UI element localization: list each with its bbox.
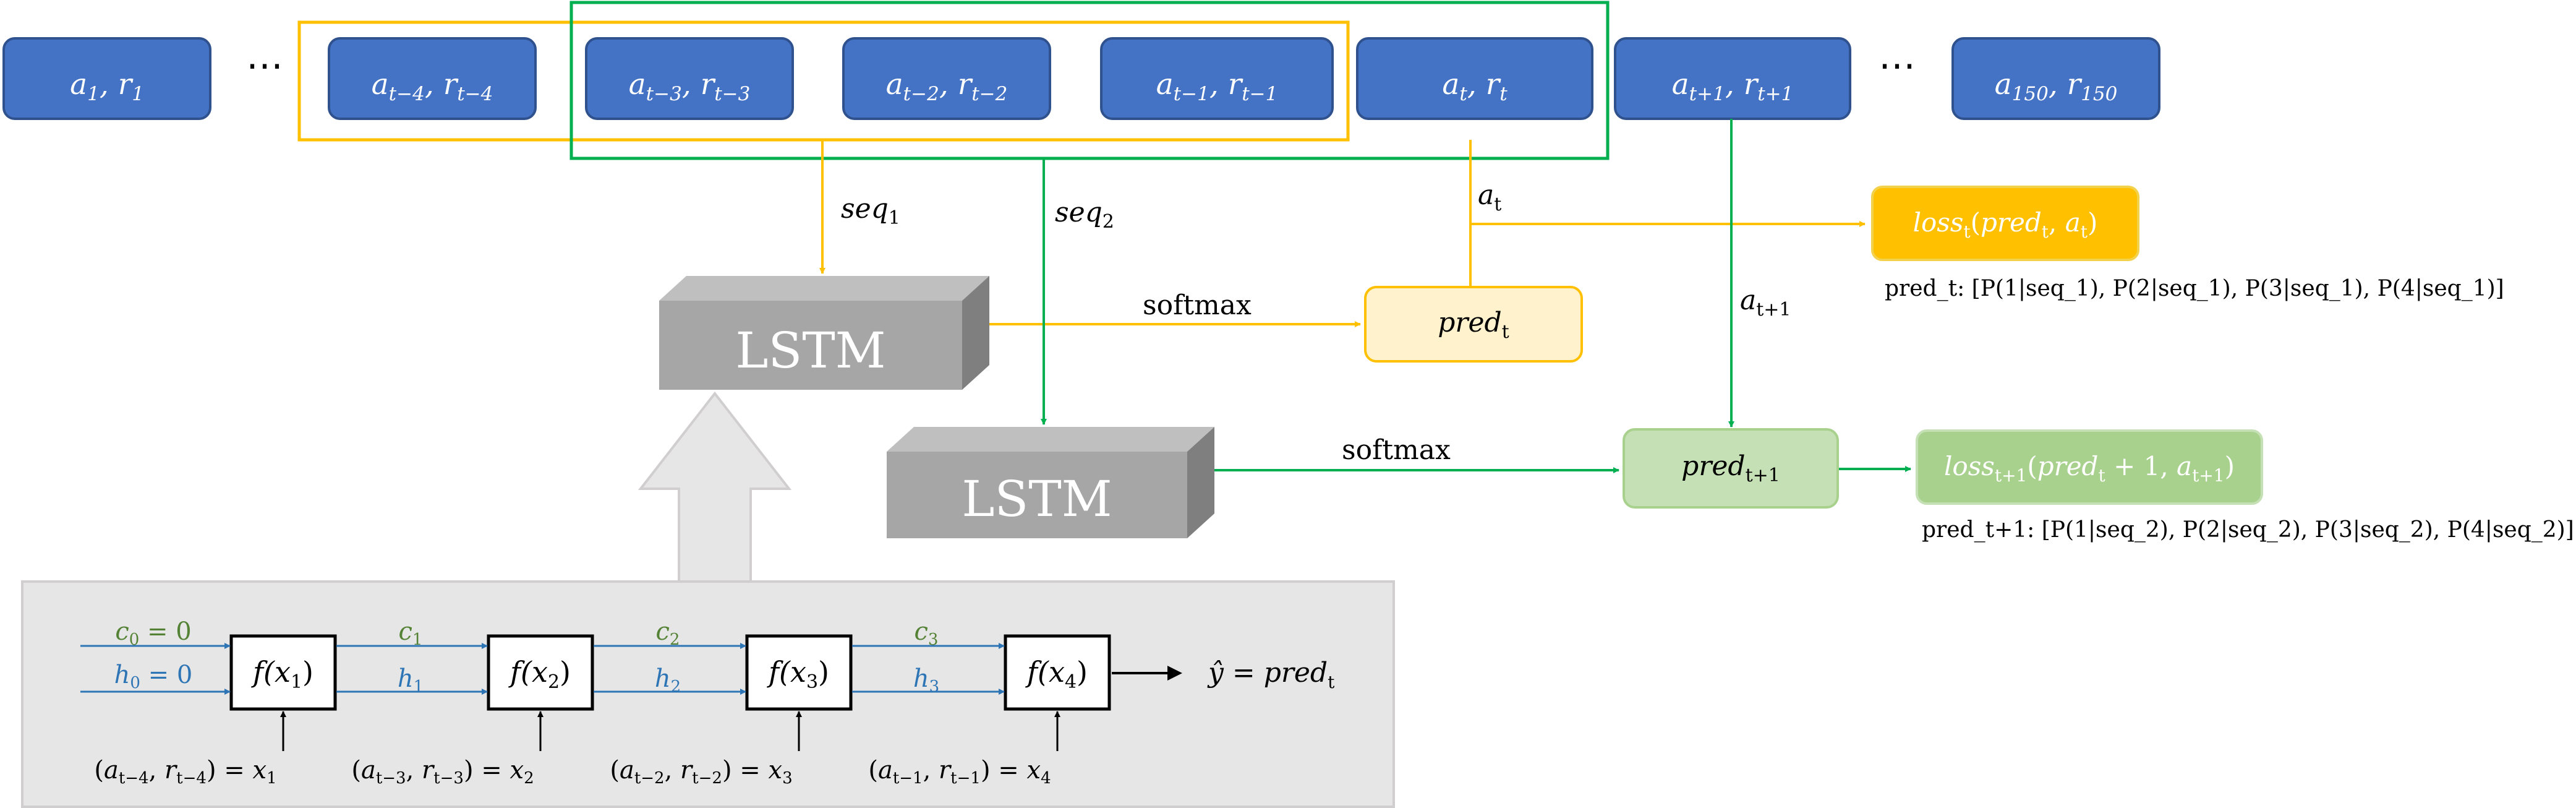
h0-label: h0 = 0 — [114, 661, 193, 692]
seq-label-at+1: at+1, rt+1 — [1672, 67, 1794, 105]
seq-label-at-1: at−1, rt−1 — [1156, 67, 1278, 105]
output-label: ŷ = predt — [1207, 657, 1335, 692]
seq-label-at-3: at−3, rt−3 — [629, 67, 751, 105]
label-at+1: at+1 — [1740, 285, 1791, 320]
c3-label: c3 — [915, 617, 939, 649]
label-seq2: seq2 — [1055, 197, 1114, 233]
state-arrows — [80, 643, 1005, 695]
loss-t1-box: losst+1(predt + 1, at+1) — [1916, 429, 2263, 505]
cell-4-label: f(x4) — [1025, 655, 1088, 693]
seq-box-at-2: at−2, rt−2 — [842, 37, 1051, 120]
cell-2-label: f(x2) — [508, 655, 571, 693]
c2-label: c2 — [656, 617, 680, 649]
ellipsis-right: ⋯ — [1879, 44, 1916, 87]
c0-label: c0 = 0 — [115, 617, 191, 649]
pred-t-box: predt — [1364, 286, 1583, 363]
seq-box-at-1: at−1, rt−1 — [1100, 37, 1334, 120]
lstm-block-1: LSTM — [659, 276, 989, 390]
h1-label: h1 — [398, 664, 424, 696]
cell-4: f(x4) — [1004, 634, 1111, 711]
label-at: at — [1478, 179, 1501, 215]
sequence-row: a1, r1 ⋯ at−4, rt−4 at−3, rt−3 at−2, rt−… — [2, 37, 2160, 120]
seq-box-at-4: at−4, rt−4 — [328, 37, 537, 120]
flow-seq2: seq2 softmax at+1 — [1041, 119, 1911, 473]
unroll-panel: f(x1) f(x2) f(x3) f(x4) c0 = 0 c1 c2 — [21, 580, 1395, 808]
input-label-1: (at−4, rt−4) = x1 — [94, 756, 276, 788]
loss-t-label: losst(predt, at) — [1913, 207, 2098, 242]
cell-2: f(x2) — [487, 634, 594, 711]
label-seq1: seq1 — [841, 193, 900, 229]
loss-t1-label: losst+1(predt + 1, at+1) — [1944, 451, 2235, 486]
pred-t1-box: predt+1 — [1623, 428, 1839, 509]
seq-label-a1: a1, r1 — [70, 67, 144, 105]
h2-label: h2 — [655, 664, 681, 696]
seq-label-at: at, rt — [1442, 67, 1508, 105]
seq-box-at: at, rt — [1356, 37, 1593, 120]
formula-pred-t: pred_t: [P(1|seq_1), P(2|seq_1), P(3|seq… — [1885, 276, 2504, 301]
pred-t1-label: predt+1 — [1681, 450, 1780, 486]
lstm-label-2: LSTM — [962, 470, 1112, 528]
lstm-label-1: LSTM — [735, 322, 885, 379]
c1-label: c1 — [399, 617, 423, 649]
h3-label: h3 — [913, 664, 939, 696]
cell-3: f(x3) — [745, 634, 853, 711]
cell-3-label: f(x3) — [767, 655, 829, 693]
pred-t-label: predt — [1438, 307, 1509, 343]
flow-seq1: seq1 softmax at — [819, 140, 1866, 327]
seq-label-a150: a150, r150 — [1995, 67, 2118, 105]
seq-box-at+1: at+1, rt+1 — [1614, 37, 1851, 120]
cell-1: f(x1) — [229, 634, 337, 711]
cell-1-label: f(x1) — [251, 655, 313, 693]
seq-label-at-2: at−2, rt−2 — [886, 67, 1008, 105]
seq-box-a150: a150, r150 — [1951, 37, 2160, 120]
ellipsis-left: ⋯ — [246, 44, 283, 87]
label-softmax-2: softmax — [1342, 434, 1451, 466]
big-up-arrow — [638, 391, 792, 583]
lstm-block-2: LSTM — [887, 427, 1214, 538]
label-softmax-1: softmax — [1143, 290, 1252, 321]
seq-box-a1: a1, r1 — [2, 37, 211, 120]
seq-label-at-4: at−4, rt−4 — [372, 67, 493, 105]
loss-t-box: losst(predt, at) — [1871, 186, 2139, 261]
window-seq2 — [569, 1, 1610, 160]
formula-pred-t1: pred_t+1: [P(1|seq_2), P(2|seq_2), P(3|s… — [1922, 517, 2574, 543]
seq-box-at-3: at−3, rt−3 — [585, 37, 794, 120]
